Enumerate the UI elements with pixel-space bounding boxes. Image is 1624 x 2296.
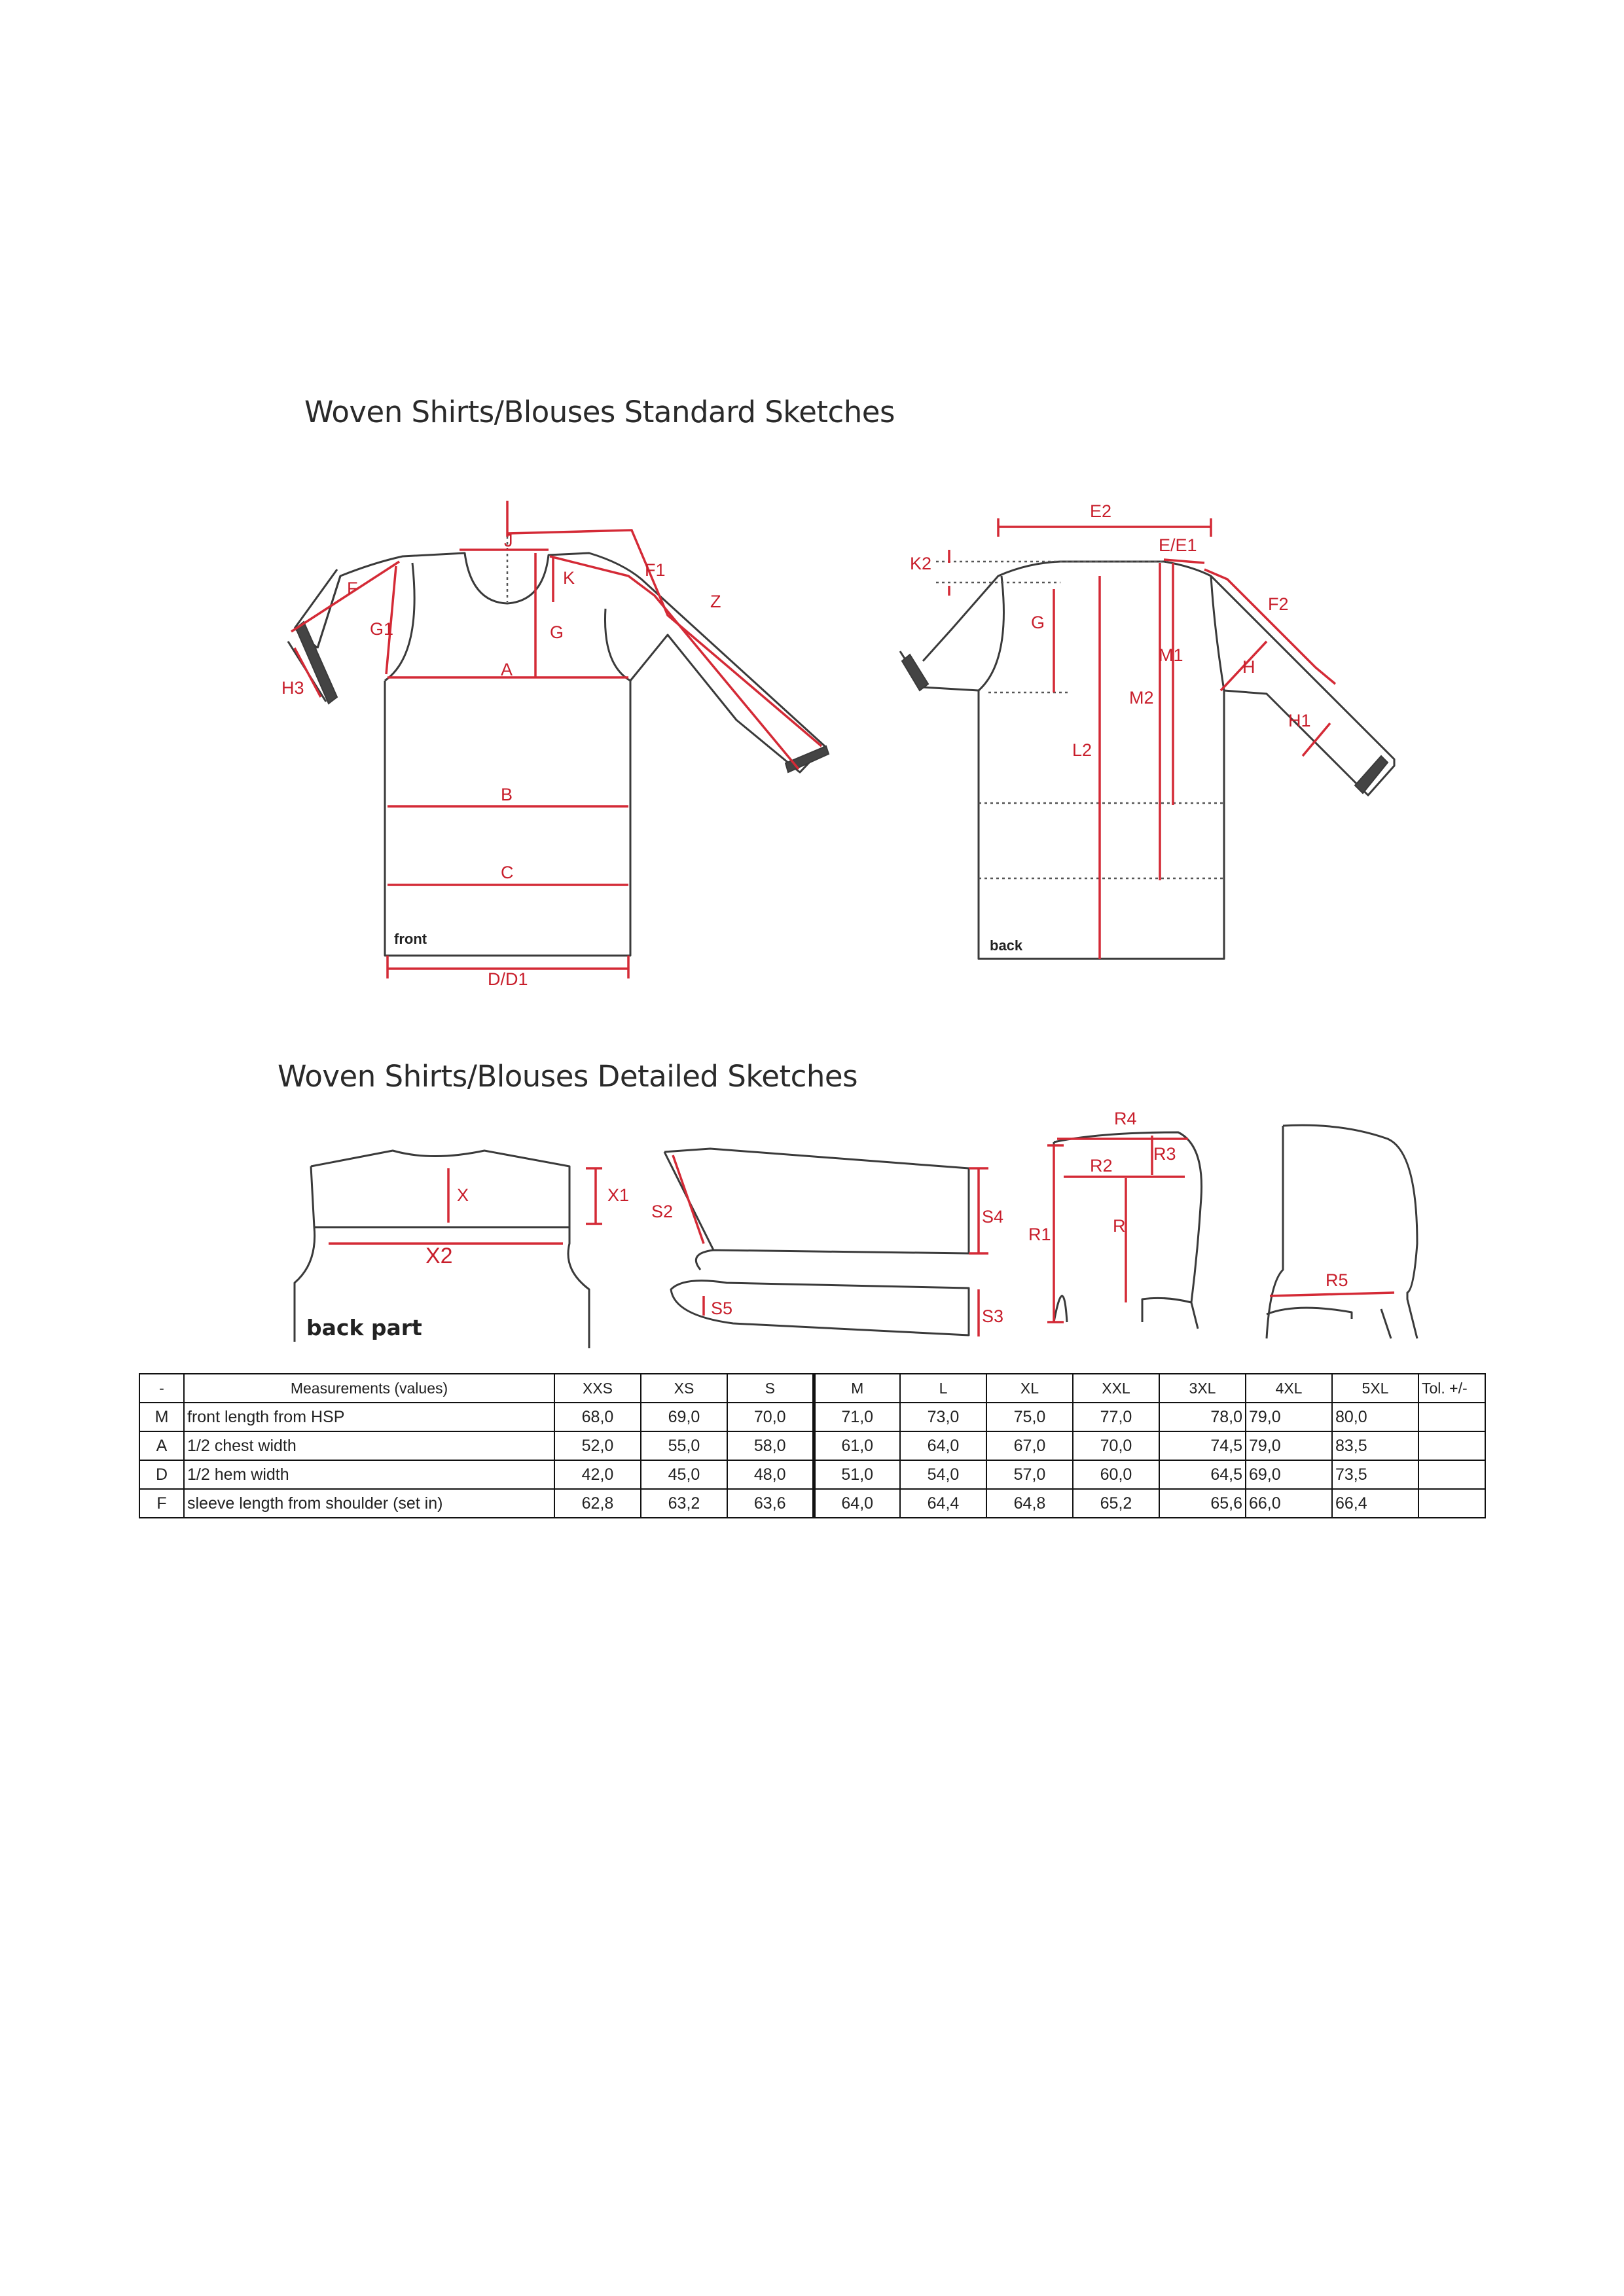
table-row: A 1/2 chest width 52,0 55,0 58,0 61,0 64… bbox=[139, 1431, 1486, 1461]
mark-h3: H3 bbox=[281, 678, 304, 698]
mark-r1: R1 bbox=[1028, 1225, 1051, 1244]
mark-d: D/D1 bbox=[488, 969, 528, 989]
header-size: 5XL bbox=[1331, 1373, 1419, 1403]
table-row: M front length from HSP 68,0 69,0 70,0 7… bbox=[139, 1402, 1486, 1432]
back-body-outline bbox=[977, 691, 1225, 960]
mark-m2: M2 bbox=[1129, 688, 1154, 708]
front-label: front bbox=[394, 931, 427, 947]
mark-r: R bbox=[1113, 1216, 1126, 1236]
back-part-label: back part bbox=[306, 1315, 422, 1340]
mark-b: B bbox=[501, 785, 513, 804]
front-armhole-left bbox=[384, 562, 416, 682]
mark-s3: S3 bbox=[982, 1306, 1003, 1326]
mark-j: J bbox=[504, 531, 513, 550]
header-label: Measurements (values) bbox=[183, 1373, 555, 1403]
back-part-sketch: X X1 X2 back part bbox=[293, 1149, 629, 1348]
mark-c: C bbox=[501, 863, 514, 882]
header-size: L bbox=[899, 1373, 987, 1403]
mark-f2: F2 bbox=[1268, 594, 1289, 614]
header-size: XXL bbox=[1072, 1373, 1160, 1403]
header-size: 3XL bbox=[1159, 1373, 1246, 1403]
mark-r5: R5 bbox=[1326, 1270, 1348, 1290]
header-size: XS bbox=[640, 1373, 728, 1403]
header-size: 4XL bbox=[1245, 1373, 1333, 1403]
measurement-table: - Measurements (values) XXS XS S M L XL … bbox=[139, 1373, 1486, 1518]
mark-back-g: G bbox=[1031, 613, 1045, 632]
mark-z: Z bbox=[710, 592, 721, 611]
table-row: F sleeve length from shoulder (set in) 6… bbox=[139, 1488, 1486, 1518]
mark-k: K bbox=[563, 568, 575, 588]
collar-stand-sketch: R5 bbox=[1265, 1124, 1418, 1339]
table-row: D 1/2 hem width 42,0 45,0 48,0 51,0 54,0… bbox=[139, 1460, 1486, 1490]
cuff-detail-sketch: S2 S4 S5 S3 bbox=[651, 1147, 1003, 1336]
mark-e2: E2 bbox=[1090, 501, 1111, 521]
mark-x: X bbox=[457, 1185, 469, 1205]
mark-r4: R4 bbox=[1114, 1109, 1137, 1128]
header-size: S bbox=[727, 1373, 816, 1403]
header-size: XXS bbox=[554, 1373, 641, 1403]
mark-s5: S5 bbox=[711, 1299, 732, 1318]
mark-a: A bbox=[501, 660, 513, 679]
mark-r3: R3 bbox=[1153, 1144, 1176, 1164]
standard-sketches-title: Woven Shirts/Blouses Standard Sketches bbox=[304, 395, 895, 429]
header-code: - bbox=[139, 1373, 185, 1403]
mark-g1: G1 bbox=[370, 619, 393, 639]
table-header-row: - Measurements (values) XXS XS S M L XL … bbox=[139, 1373, 1486, 1403]
mark-s2: S2 bbox=[651, 1202, 673, 1221]
mark-m1: M1 bbox=[1159, 645, 1183, 665]
mark-h1: H1 bbox=[1288, 711, 1311, 730]
back-left-cuff bbox=[901, 653, 929, 692]
collar-detail-sketch: R4 R3 R2 R1 R bbox=[1028, 1109, 1203, 1329]
back-label: back bbox=[990, 937, 1023, 954]
mark-h: H bbox=[1242, 657, 1255, 677]
header-tolerance: Tol. +/- bbox=[1418, 1373, 1486, 1403]
mark-l2: L2 bbox=[1072, 740, 1092, 760]
detailed-sketches-title: Woven Shirts/Blouses Detailed Sketches bbox=[278, 1059, 858, 1094]
front-z-line bbox=[460, 501, 823, 747]
mark-x1: X1 bbox=[607, 1185, 629, 1205]
mark-x2: X2 bbox=[425, 1244, 453, 1268]
mark-f: F bbox=[347, 579, 358, 598]
mark-k2: K2 bbox=[910, 554, 931, 573]
front-right-cuff bbox=[784, 745, 830, 774]
mark-e-e1: E/E1 bbox=[1159, 535, 1197, 555]
mark-f1: F1 bbox=[645, 560, 666, 580]
header-size: M bbox=[813, 1373, 901, 1403]
header-size: XL bbox=[986, 1373, 1074, 1403]
front-body-outline bbox=[384, 681, 632, 957]
front-shirt-sketch: J K F F1 Z G1 G H3 A B C D/D1 front bbox=[281, 501, 830, 989]
mark-r2: R2 bbox=[1090, 1156, 1113, 1175]
back-right-cuff bbox=[1354, 755, 1389, 795]
back-shirt-sketch: E2 E/E1 K2 G F2 M1 H M2 H1 L2 back bbox=[899, 501, 1396, 960]
mark-s4: S4 bbox=[982, 1207, 1003, 1227]
mark-g: G bbox=[550, 622, 564, 642]
